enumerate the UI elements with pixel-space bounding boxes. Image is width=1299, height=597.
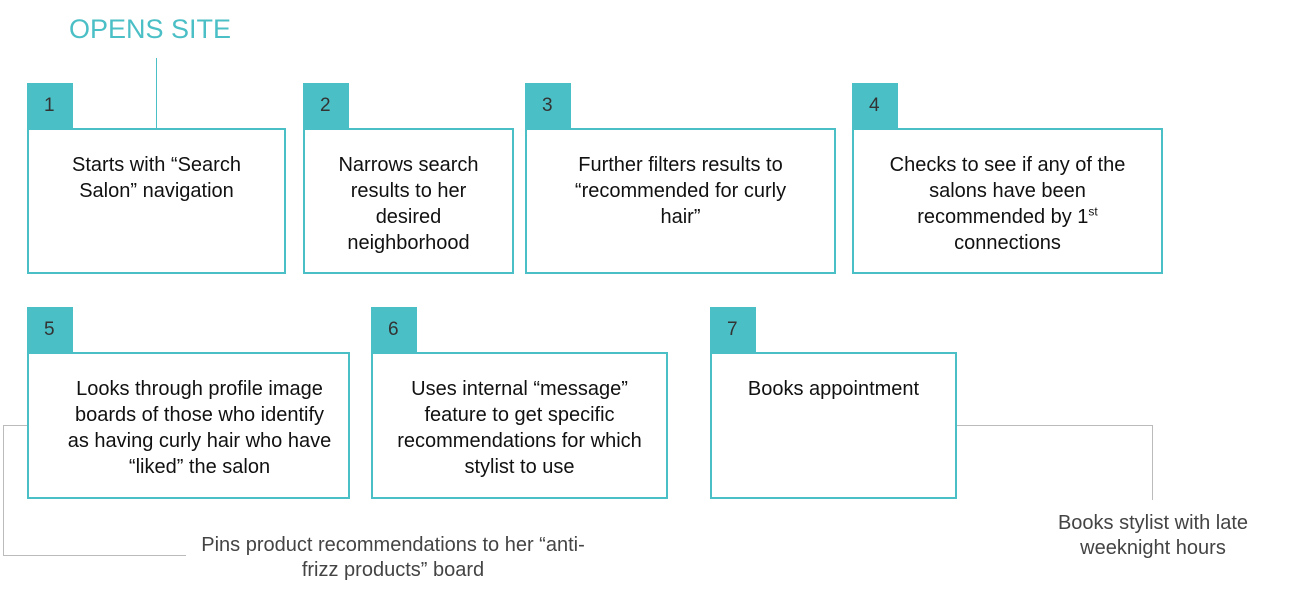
- step-4-number: 4: [852, 83, 898, 128]
- step-1-text: Starts with “Search Salon” navigation: [72, 154, 241, 202]
- step-2-number: 2: [303, 83, 349, 128]
- step-5-number: 5: [27, 307, 73, 352]
- step-1-box: Starts with “Search Salon” navigation: [27, 128, 286, 274]
- step-4-sup: st: [1088, 204, 1098, 219]
- step-7-text: Books appointment: [747, 378, 920, 400]
- step-6-text: Uses internal “message” feature to get s…: [397, 378, 642, 478]
- opens-site-title: OPENS SITE: [68, 14, 232, 44]
- step-4-box: Checks to see if any of the salons have …: [852, 128, 1163, 274]
- step-2-text: Narrows search results to her desired ne…: [338, 154, 479, 254]
- books-connector-horizontal: [957, 425, 1152, 426]
- step-3-number: 3: [525, 83, 571, 128]
- step-5-text: Looks through profile image boards of th…: [67, 378, 332, 478]
- connector-line: [156, 58, 157, 128]
- step-1-number: 1: [27, 83, 73, 128]
- step-6-box: Uses internal “message” feature to get s…: [371, 352, 668, 499]
- step-3-box: Further filters results to “recommended …: [525, 128, 836, 274]
- step-7-number: 7: [710, 307, 756, 352]
- books-note: Books stylist with late weeknight hours: [1057, 512, 1249, 559]
- step-6-number: 6: [371, 307, 417, 352]
- step-4-text-after: connections: [954, 232, 1061, 254]
- step-3-text: Further filters results to “recommended …: [574, 154, 787, 228]
- pins-connector-top: [3, 425, 27, 426]
- step-4-text: Checks to see if any of the salons have …: [889, 154, 1126, 228]
- step-7-box: Books appointment: [710, 352, 957, 499]
- step-2-box: Narrows search results to her desired ne…: [303, 128, 514, 274]
- step-5-box: Looks through profile image boards of th…: [27, 352, 350, 499]
- pins-connector-vertical: [3, 425, 4, 555]
- pins-note: Pins product recommendations to her “ant…: [201, 534, 585, 581]
- pins-connector-bottom: [3, 555, 186, 556]
- books-connector-vertical: [1152, 425, 1153, 500]
